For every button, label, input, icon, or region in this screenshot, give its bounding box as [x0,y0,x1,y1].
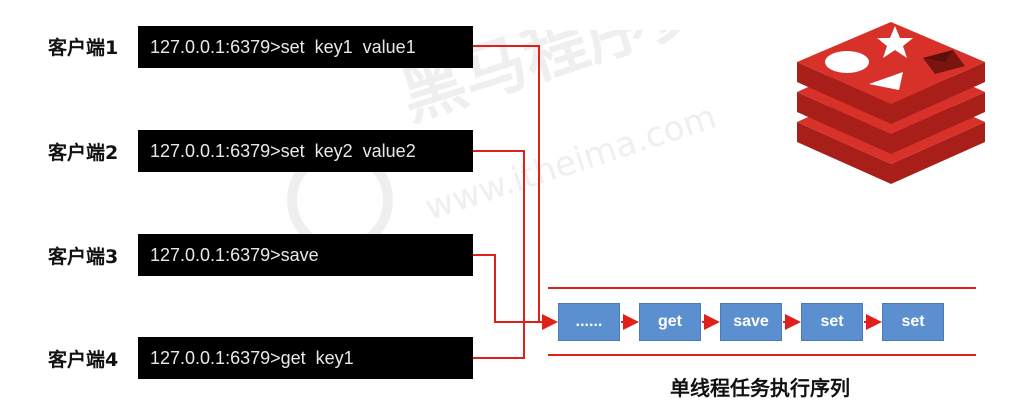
client-label-2: 客户端2 [48,142,119,164]
queue-item-save: save [720,303,782,341]
client2-line [473,150,525,322]
terminal-1: 127.0.0.1:6379>set key1 value1 [138,26,473,68]
queue-item-get: get [639,303,701,341]
client-label-4: 客户端4 [48,349,119,371]
queue-item-set-2: set [882,303,944,341]
client1-line [473,45,556,323]
queue-caption: 单线程任务执行序列 [670,376,850,400]
client-label-1: 客户端1 [48,37,119,59]
queue-item-set-1: set [801,303,863,341]
client4-line [473,322,525,359]
terminal-4: 127.0.0.1:6379>get key1 [138,337,473,379]
terminal-2: 127.0.0.1:6379>set key2 value2 [138,130,473,172]
client-label-3: 客户端3 [48,246,119,268]
queue-item-ellipsis: ...... [558,303,620,341]
redis-logo-icon [797,22,985,184]
client3-line [473,254,510,323]
terminal-3: 127.0.0.1:6379>save [138,234,473,276]
